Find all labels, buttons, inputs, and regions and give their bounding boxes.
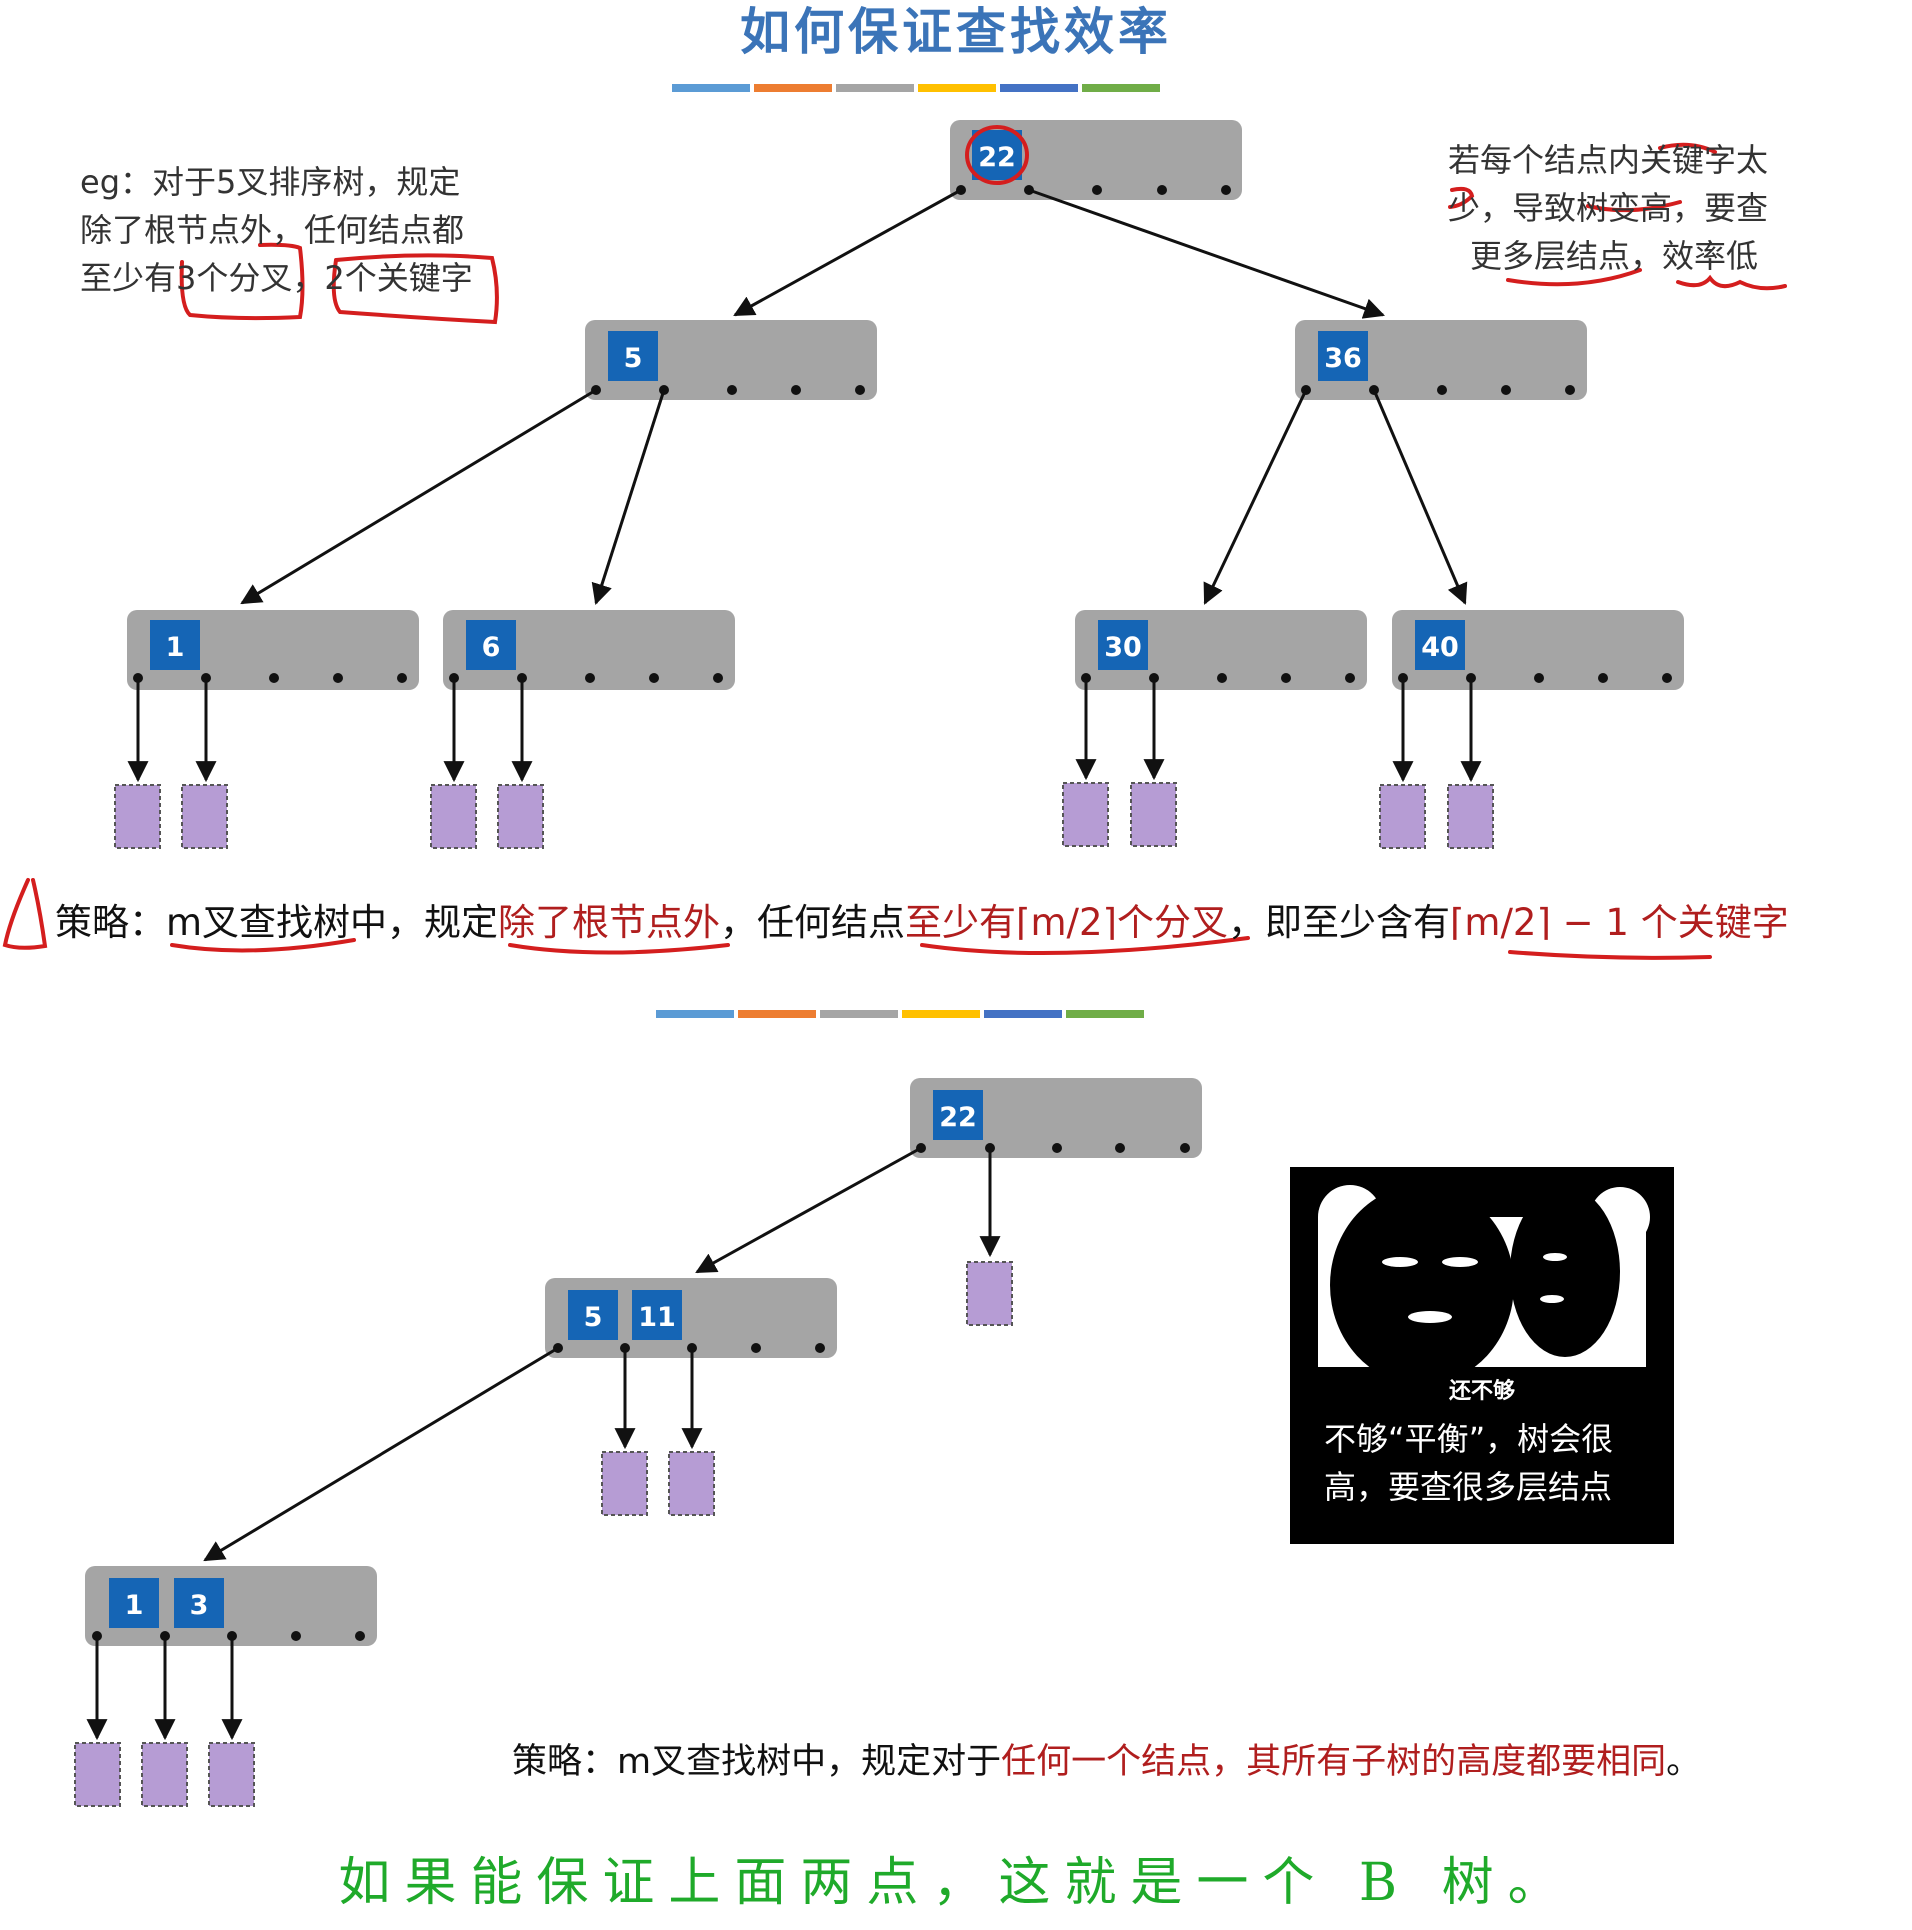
color-bar-segment <box>738 1010 816 1018</box>
tree2-node-1-3: 1 3 <box>85 1566 377 1646</box>
color-bar-top <box>672 84 1160 92</box>
color-bar-segment <box>902 1010 980 1018</box>
color-bar-middle <box>656 1010 1144 1018</box>
meme-text: 不够“平衡”，树会很高，要查很多层结点 <box>1324 1420 1614 1506</box>
strategy-1: 策略：m叉查找树中，规定除了根节点外，任何结点至少有⌈m/2⌉个分叉，即至少含有… <box>55 901 1789 944</box>
color-bar-segment <box>918 84 996 92</box>
tree1-node-1: 1 <box>127 610 419 690</box>
tree2-root-node: 22 <box>910 1078 1202 1158</box>
strategy-2: 策略：m叉查找树中，规定对于任何一个结点，其所有子树的高度都要相同。 <box>512 1742 1702 1782</box>
svg-text:30: 30 <box>1104 632 1142 663</box>
tree2-edges <box>86 1146 1001 1741</box>
color-bar-segment <box>1082 84 1160 92</box>
svg-text:6: 6 <box>482 632 501 663</box>
svg-text:36: 36 <box>1324 343 1362 374</box>
tree1-node-5: 5 <box>585 320 877 400</box>
conclusion: 如果能保证上面两点，这就是一个 B 树。 <box>338 1853 1574 1913</box>
svg-text:5: 5 <box>624 343 643 374</box>
panda-face-icon <box>1318 1185 1650 1385</box>
svg-text:3: 3 <box>190 1590 209 1621</box>
note-right: 若每个结点内关键字太 少，导致树变高，要查 更多层结点，效率低 <box>1448 141 1769 275</box>
page-title: 如何保证查找效率 <box>740 3 1172 61</box>
color-bar-segment <box>984 1010 1062 1018</box>
color-bar-segment <box>836 84 914 92</box>
svg-text:40: 40 <box>1421 632 1459 663</box>
color-bar-segment <box>656 1010 734 1018</box>
color-bar-segment <box>1066 1010 1144 1018</box>
color-bar-segment <box>754 84 832 92</box>
tree2-leaves <box>74 1261 1013 1807</box>
color-bar-segment <box>672 84 750 92</box>
note-left: eg：对于5叉排序树，规定 除了根节点外，任何结点都 至少有3个分叉，2个关键字 <box>80 163 473 297</box>
meme-image: 还不够 不够“平衡”，树会很高，要查很多层结点 <box>1290 1167 1674 1544</box>
tree1-node-6: 6 <box>443 610 735 690</box>
tree1-root-key: 22 <box>978 142 1016 173</box>
tree1-node-36: 36 <box>1295 320 1587 400</box>
tree1-node-40: 40 <box>1392 610 1684 690</box>
tree1-node-30: 30 <box>1075 610 1367 690</box>
tree1-leaves <box>114 782 1494 849</box>
svg-text:1: 1 <box>125 1590 144 1621</box>
svg-text:11: 11 <box>638 1302 676 1333</box>
svg-text:22: 22 <box>939 1102 977 1133</box>
meme-caption: 还不够 <box>1448 1379 1515 1404</box>
tree1-edges <box>127 188 1482 783</box>
color-bar-segment <box>1000 84 1078 92</box>
tree1-root-node: 22 <box>950 120 1242 200</box>
svg-text:5: 5 <box>584 1302 603 1333</box>
red-annotations <box>2 142 1787 960</box>
tree2-node-5-11: 5 11 <box>545 1278 837 1358</box>
color-bar-segment <box>820 1010 898 1018</box>
svg-text:1: 1 <box>166 632 185 663</box>
